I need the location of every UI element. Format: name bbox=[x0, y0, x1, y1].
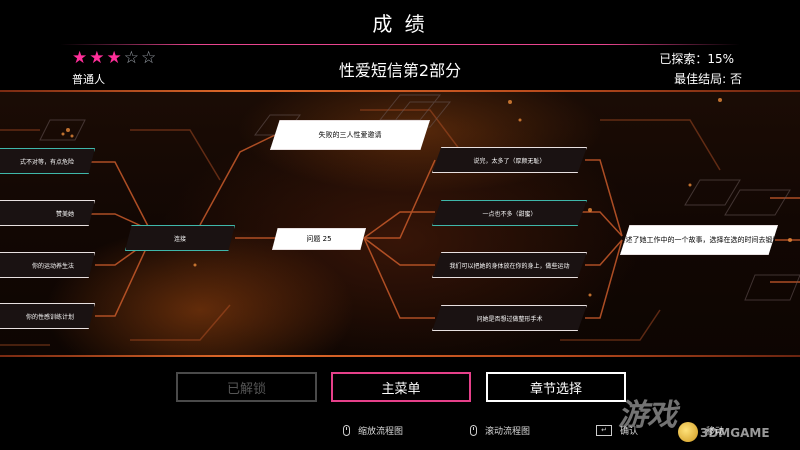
watermark-logo-icon bbox=[678, 422, 698, 442]
flowchart-connections bbox=[0, 94, 800, 346]
header: 成 绩 ★ ★ ★ ☆ ☆ 普通人 性爱短信第2部分 已探索：15% 最佳结局:… bbox=[0, 0, 800, 90]
star-filled-icon: ★ bbox=[106, 48, 122, 68]
node-option-right-1[interactable]: 说完，太多了（厚颜无耻） bbox=[432, 147, 587, 173]
node-option-left-2[interactable]: 赞美她 bbox=[0, 200, 95, 226]
chapter-title: 性爱短信第2部分 bbox=[338, 61, 462, 80]
main-menu-button[interactable]: 主菜单 bbox=[331, 372, 471, 402]
node-option-right-4[interactable]: 问她是否想过做整形手术 bbox=[432, 305, 587, 331]
hint-scroll: 滚动流程图 bbox=[470, 424, 530, 437]
page-title: 成 绩 bbox=[372, 12, 428, 36]
node-option-left-4[interactable]: 你的性感训练计划 bbox=[0, 303, 95, 329]
mouse-icon bbox=[470, 425, 477, 436]
flowchart-map[interactable]: 式不对等，有点危险 赞美她 你的运动养生法 你的性感训练计划 连接 失败的三人性… bbox=[0, 90, 800, 357]
best-ending: 最佳结局: 否 bbox=[674, 72, 742, 86]
star-empty-icon: ☆ bbox=[141, 48, 157, 68]
mouse-icon bbox=[343, 425, 350, 436]
node-question[interactable]: 问题 25 bbox=[272, 228, 366, 250]
unlocked-button[interactable]: 已解锁 bbox=[176, 372, 317, 402]
node-failed-invite[interactable]: 失败的三人性爱邀请 bbox=[270, 120, 430, 150]
star-filled-icon: ★ bbox=[72, 48, 88, 68]
watermark: 游戏 3DMGAME bbox=[618, 398, 770, 440]
node-option-right-2[interactable]: 一点也不多（甜蜜） bbox=[432, 200, 587, 226]
chapter-select-button[interactable]: 章节选择 bbox=[486, 372, 626, 402]
node-connect[interactable]: 连接 bbox=[125, 225, 235, 251]
rank-label: 普通人 bbox=[72, 73, 105, 86]
title-divider bbox=[60, 44, 740, 45]
map-border-bottom bbox=[0, 355, 800, 357]
hint-confirm: ↵ 确认 bbox=[596, 424, 638, 437]
star-filled-icon: ★ bbox=[89, 48, 105, 68]
node-option-left-3[interactable]: 你的运动养生法 bbox=[0, 252, 95, 278]
star-rating: ★ ★ ★ ☆ ☆ bbox=[72, 50, 156, 67]
hint-zoom: 缩放流程图 bbox=[343, 424, 403, 437]
map-border-top bbox=[0, 90, 800, 92]
explored-percent: 已探索：15% bbox=[659, 52, 734, 66]
hint-move: 移动 bbox=[706, 427, 725, 437]
node-far-right[interactable]: 她讲述了她工作中的一个故事，选择在选的时间去锻炼她 bbox=[620, 225, 778, 255]
star-empty-icon: ☆ bbox=[123, 48, 139, 68]
node-option-left-1[interactable]: 式不对等，有点危险 bbox=[0, 148, 95, 174]
enter-key-icon: ↵ bbox=[596, 425, 612, 436]
node-option-right-3[interactable]: 我们可以把她的身体放在你的身上，做些运动 bbox=[432, 252, 587, 278]
